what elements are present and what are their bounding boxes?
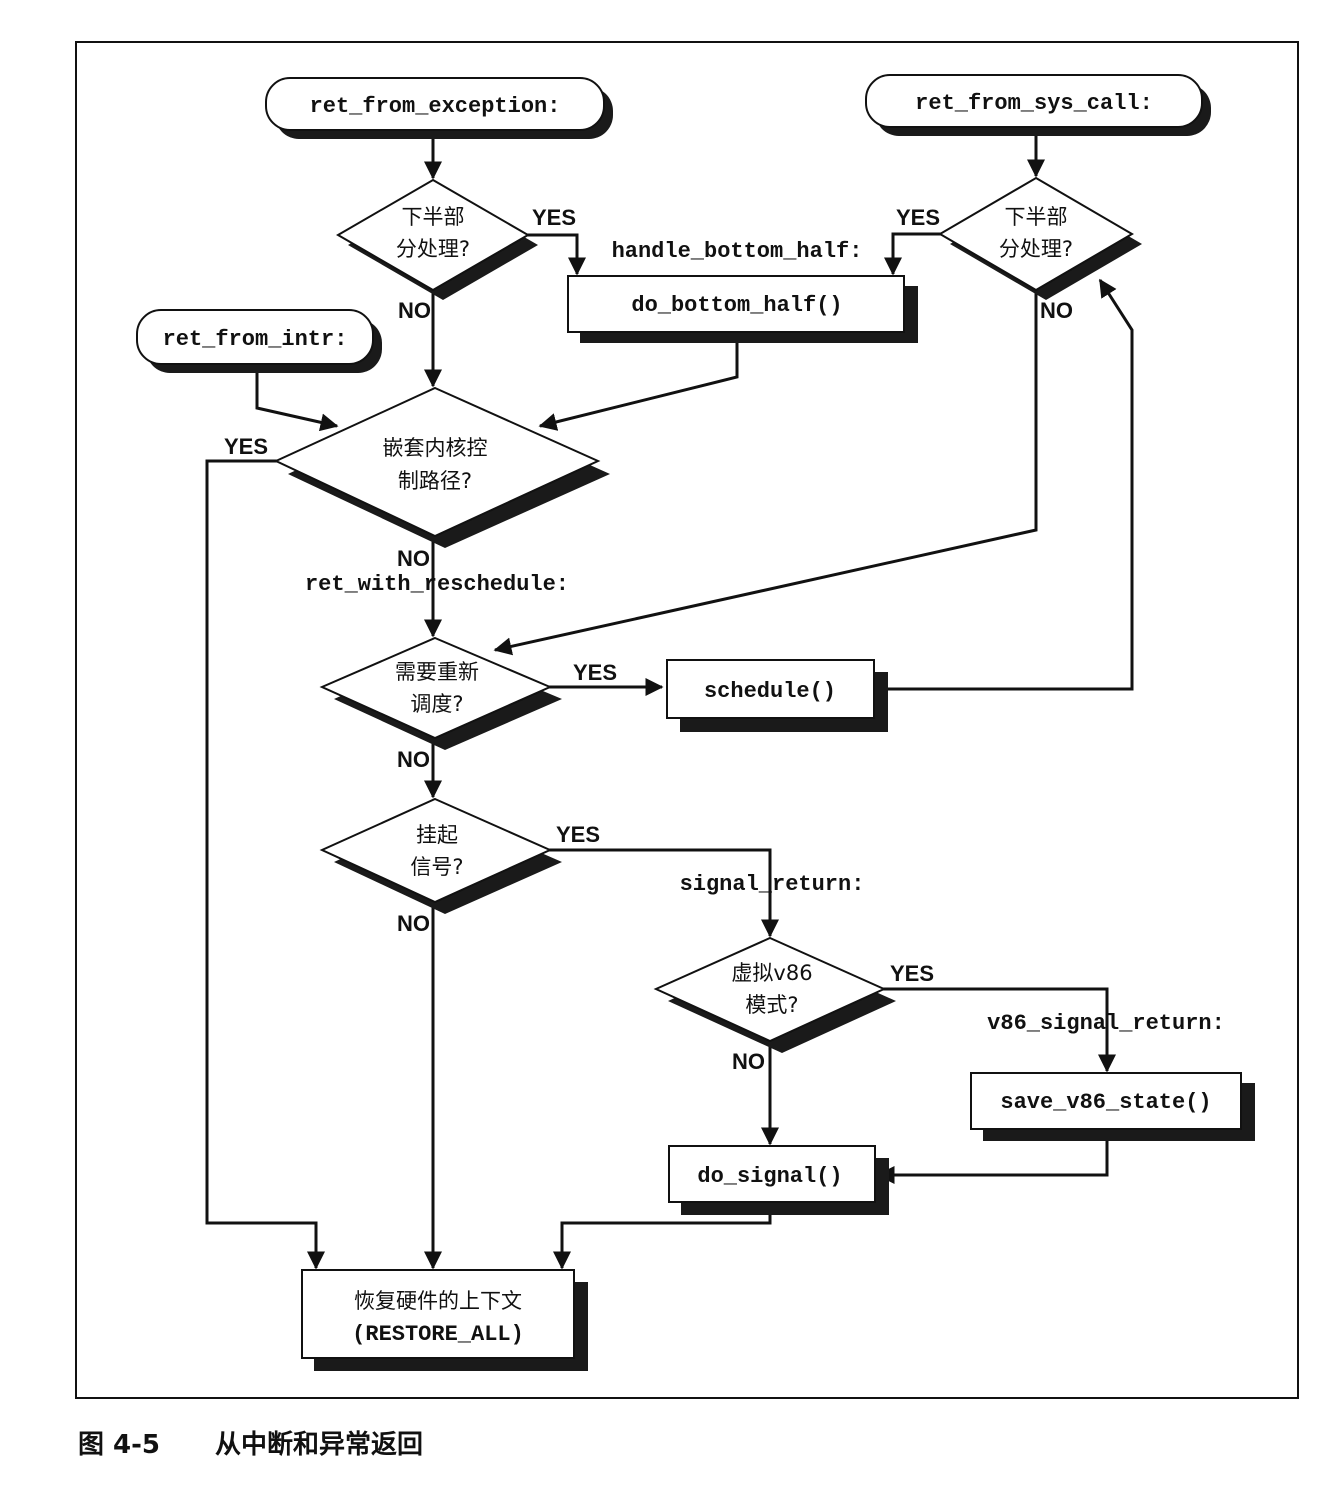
process-schedule: schedule() (666, 659, 888, 732)
figure-caption: 图 4-5 从中断和异常返回 (78, 1429, 423, 1460)
label-ret-with-reschedule: ret_with_reschedule: (305, 572, 569, 597)
process-do-signal: do_signal() (668, 1145, 889, 1215)
label-handle-bottom-half: handle_bottom_half: (612, 239, 863, 264)
edge-dobh-to-nested (538, 334, 739, 431)
process-label-line-2: (RESTORE_ALL) (352, 1322, 524, 1347)
edge-bh-right-no (493, 290, 1038, 656)
process-label: do_signal() (697, 1164, 842, 1189)
connectors (205, 126, 1134, 1270)
process-label: schedule() (704, 679, 836, 704)
yes-label: YES (890, 961, 934, 986)
decision-line-2: 分处理? (396, 237, 470, 261)
terminal-label: ret_from_intr: (163, 327, 348, 352)
figure-frame (75, 41, 1299, 1399)
decision-line-1: 挂起 (416, 823, 458, 847)
decision-line-2: 信号? (410, 855, 463, 879)
edge-nested-yes (205, 459, 325, 1270)
decision-line-2: 模式? (745, 993, 798, 1017)
edge-save-to-dosignal (876, 1130, 1109, 1184)
label-v86-signal-return: v86_signal_return: (987, 1011, 1225, 1036)
decision-line-2: 制路径? (398, 469, 472, 493)
edge-bh-left-yes (527, 233, 586, 276)
decision-nested-kernel: 嵌套内核控 制路径? (273, 386, 610, 548)
yes-label: YES (896, 205, 940, 230)
terminal-ret-from-intr: ret_from_intr: (136, 309, 382, 373)
decision-line-2: 分处理? (999, 237, 1073, 261)
caption-title: 从中断和异常返回 (215, 1429, 423, 1460)
yes-label: YES (556, 822, 600, 847)
process-label-line-1: 恢复硬件的上下文 (354, 1289, 522, 1313)
decision-bottom-half-right: 下半部 分处理? (938, 176, 1142, 300)
edge-vm86-yes (882, 987, 1116, 1073)
caption-number: 图 4-5 (78, 1430, 160, 1460)
edge-signal-yes (549, 848, 779, 938)
terminal-ret-from-sys-call: ret_from_sys_call: (865, 74, 1211, 136)
decision-line-1: 下半部 (402, 205, 465, 229)
decision-vm86-mode: 虚拟v86 模式? (653, 936, 896, 1053)
no-label: NO (1040, 298, 1073, 323)
decision-need-resched: 需要重新 调度? (319, 636, 562, 750)
process-restore-all: 恢复硬件的上下文 (RESTORE_ALL) (301, 1269, 588, 1371)
decision-line-2: 调度? (410, 692, 463, 716)
yes-label: YES (573, 660, 617, 685)
decision-line-1: 下半部 (1005, 205, 1068, 229)
process-save-v86-state: save_v86_state() (970, 1072, 1255, 1141)
process-label: do_bottom_half() (631, 293, 842, 318)
decision-pending-signal: 挂起 信号? (319, 797, 562, 914)
edge-bh-right-yes (884, 232, 942, 276)
edge-intr-to-nested (255, 372, 339, 432)
terminal-label: ret_from_exception: (310, 94, 561, 119)
decision-line-1: 虚拟v86 (731, 961, 812, 985)
branch-labels: YES NO YES NO YES NO YES NO YES NO YES N… (224, 205, 1073, 1074)
yes-label: YES (532, 205, 576, 230)
decision-line-1: 嵌套内核控 (383, 436, 488, 460)
yes-label: YES (224, 434, 268, 459)
decision-bottom-half-left: 下半部 分处理? (336, 178, 538, 300)
decision-line-1: 需要重新 (395, 660, 479, 684)
no-label: NO (397, 747, 430, 772)
process-do-bottom-half: do_bottom_half() (567, 275, 918, 343)
process-label: save_v86_state() (1000, 1090, 1211, 1115)
label-signal-return: signal_return: (680, 872, 865, 897)
edge-schedule-loop (874, 278, 1134, 691)
no-label: NO (397, 546, 430, 571)
no-label: NO (732, 1049, 765, 1074)
terminal-label: ret_from_sys_call: (915, 91, 1153, 116)
no-label: NO (397, 911, 430, 936)
terminal-ret-from-exception: ret_from_exception: (265, 77, 613, 139)
no-label: NO (398, 298, 431, 323)
